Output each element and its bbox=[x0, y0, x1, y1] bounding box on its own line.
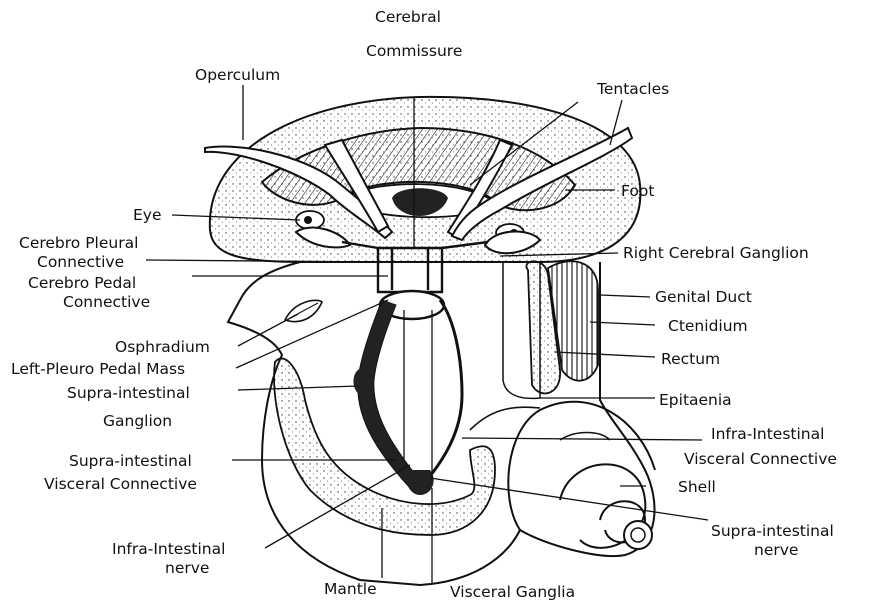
label-tentacles: Tentacles bbox=[596, 80, 669, 98]
label-visceral-ganglia: Visceral Ganglia bbox=[450, 583, 575, 601]
label-right-cerebral-ganglion: Right Cerebral Ganglion bbox=[623, 244, 809, 262]
label-foot: Foot bbox=[621, 182, 654, 200]
label-supra-intestinal-nerve: Supra-intestinal bbox=[711, 522, 834, 540]
label-left-pleuro-pedal-mass: Left-Pleuro Pedal Mass bbox=[11, 360, 185, 378]
label-infra-intestinal-nerve: Infra-Intestinal bbox=[112, 540, 225, 558]
label-infra-intestinal: Infra-Intestinal bbox=[711, 425, 824, 443]
eye-left bbox=[296, 211, 324, 229]
label-eye: Eye bbox=[133, 206, 162, 224]
label-cerebro-pleural-connective: Connective bbox=[37, 253, 124, 271]
label-operculum: Operculum bbox=[195, 66, 280, 84]
label-osphradium: Osphradium bbox=[115, 338, 210, 356]
label-supra-intestinal-visceral: Supra-intestinal bbox=[69, 452, 192, 470]
label-commissure: Commissure bbox=[366, 42, 462, 60]
shell-shape bbox=[470, 402, 655, 549]
label-shell: Shell bbox=[678, 478, 716, 496]
label-supra-visceral-connective: Visceral Connective bbox=[44, 475, 197, 493]
label-cerebral: Cerebral bbox=[375, 8, 441, 26]
label-supra-nerve: nerve bbox=[754, 541, 798, 559]
label-infra-nerve: nerve bbox=[165, 559, 209, 577]
label-rectum: Rectum bbox=[661, 350, 720, 368]
label-genital-duct: Genital Duct bbox=[655, 288, 752, 306]
label-supra-intestinal-ganglion: Supra-intestinal bbox=[67, 384, 190, 402]
label-epitaenia: Epitaenia bbox=[659, 391, 732, 409]
label-cerebro-pedal-connective: Connective bbox=[63, 293, 150, 311]
label-mantle: Mantle bbox=[324, 580, 377, 598]
label-infra-visceral-connective: Visceral Connective bbox=[684, 450, 837, 468]
label-ganglion: Ganglion bbox=[103, 412, 172, 430]
label-cerebro-pleural: Cerebro Pleural bbox=[19, 234, 138, 252]
label-cerebro-pedal: Cerebro Pedal bbox=[28, 274, 136, 292]
label-ctenidium: Ctenidium bbox=[668, 317, 748, 335]
